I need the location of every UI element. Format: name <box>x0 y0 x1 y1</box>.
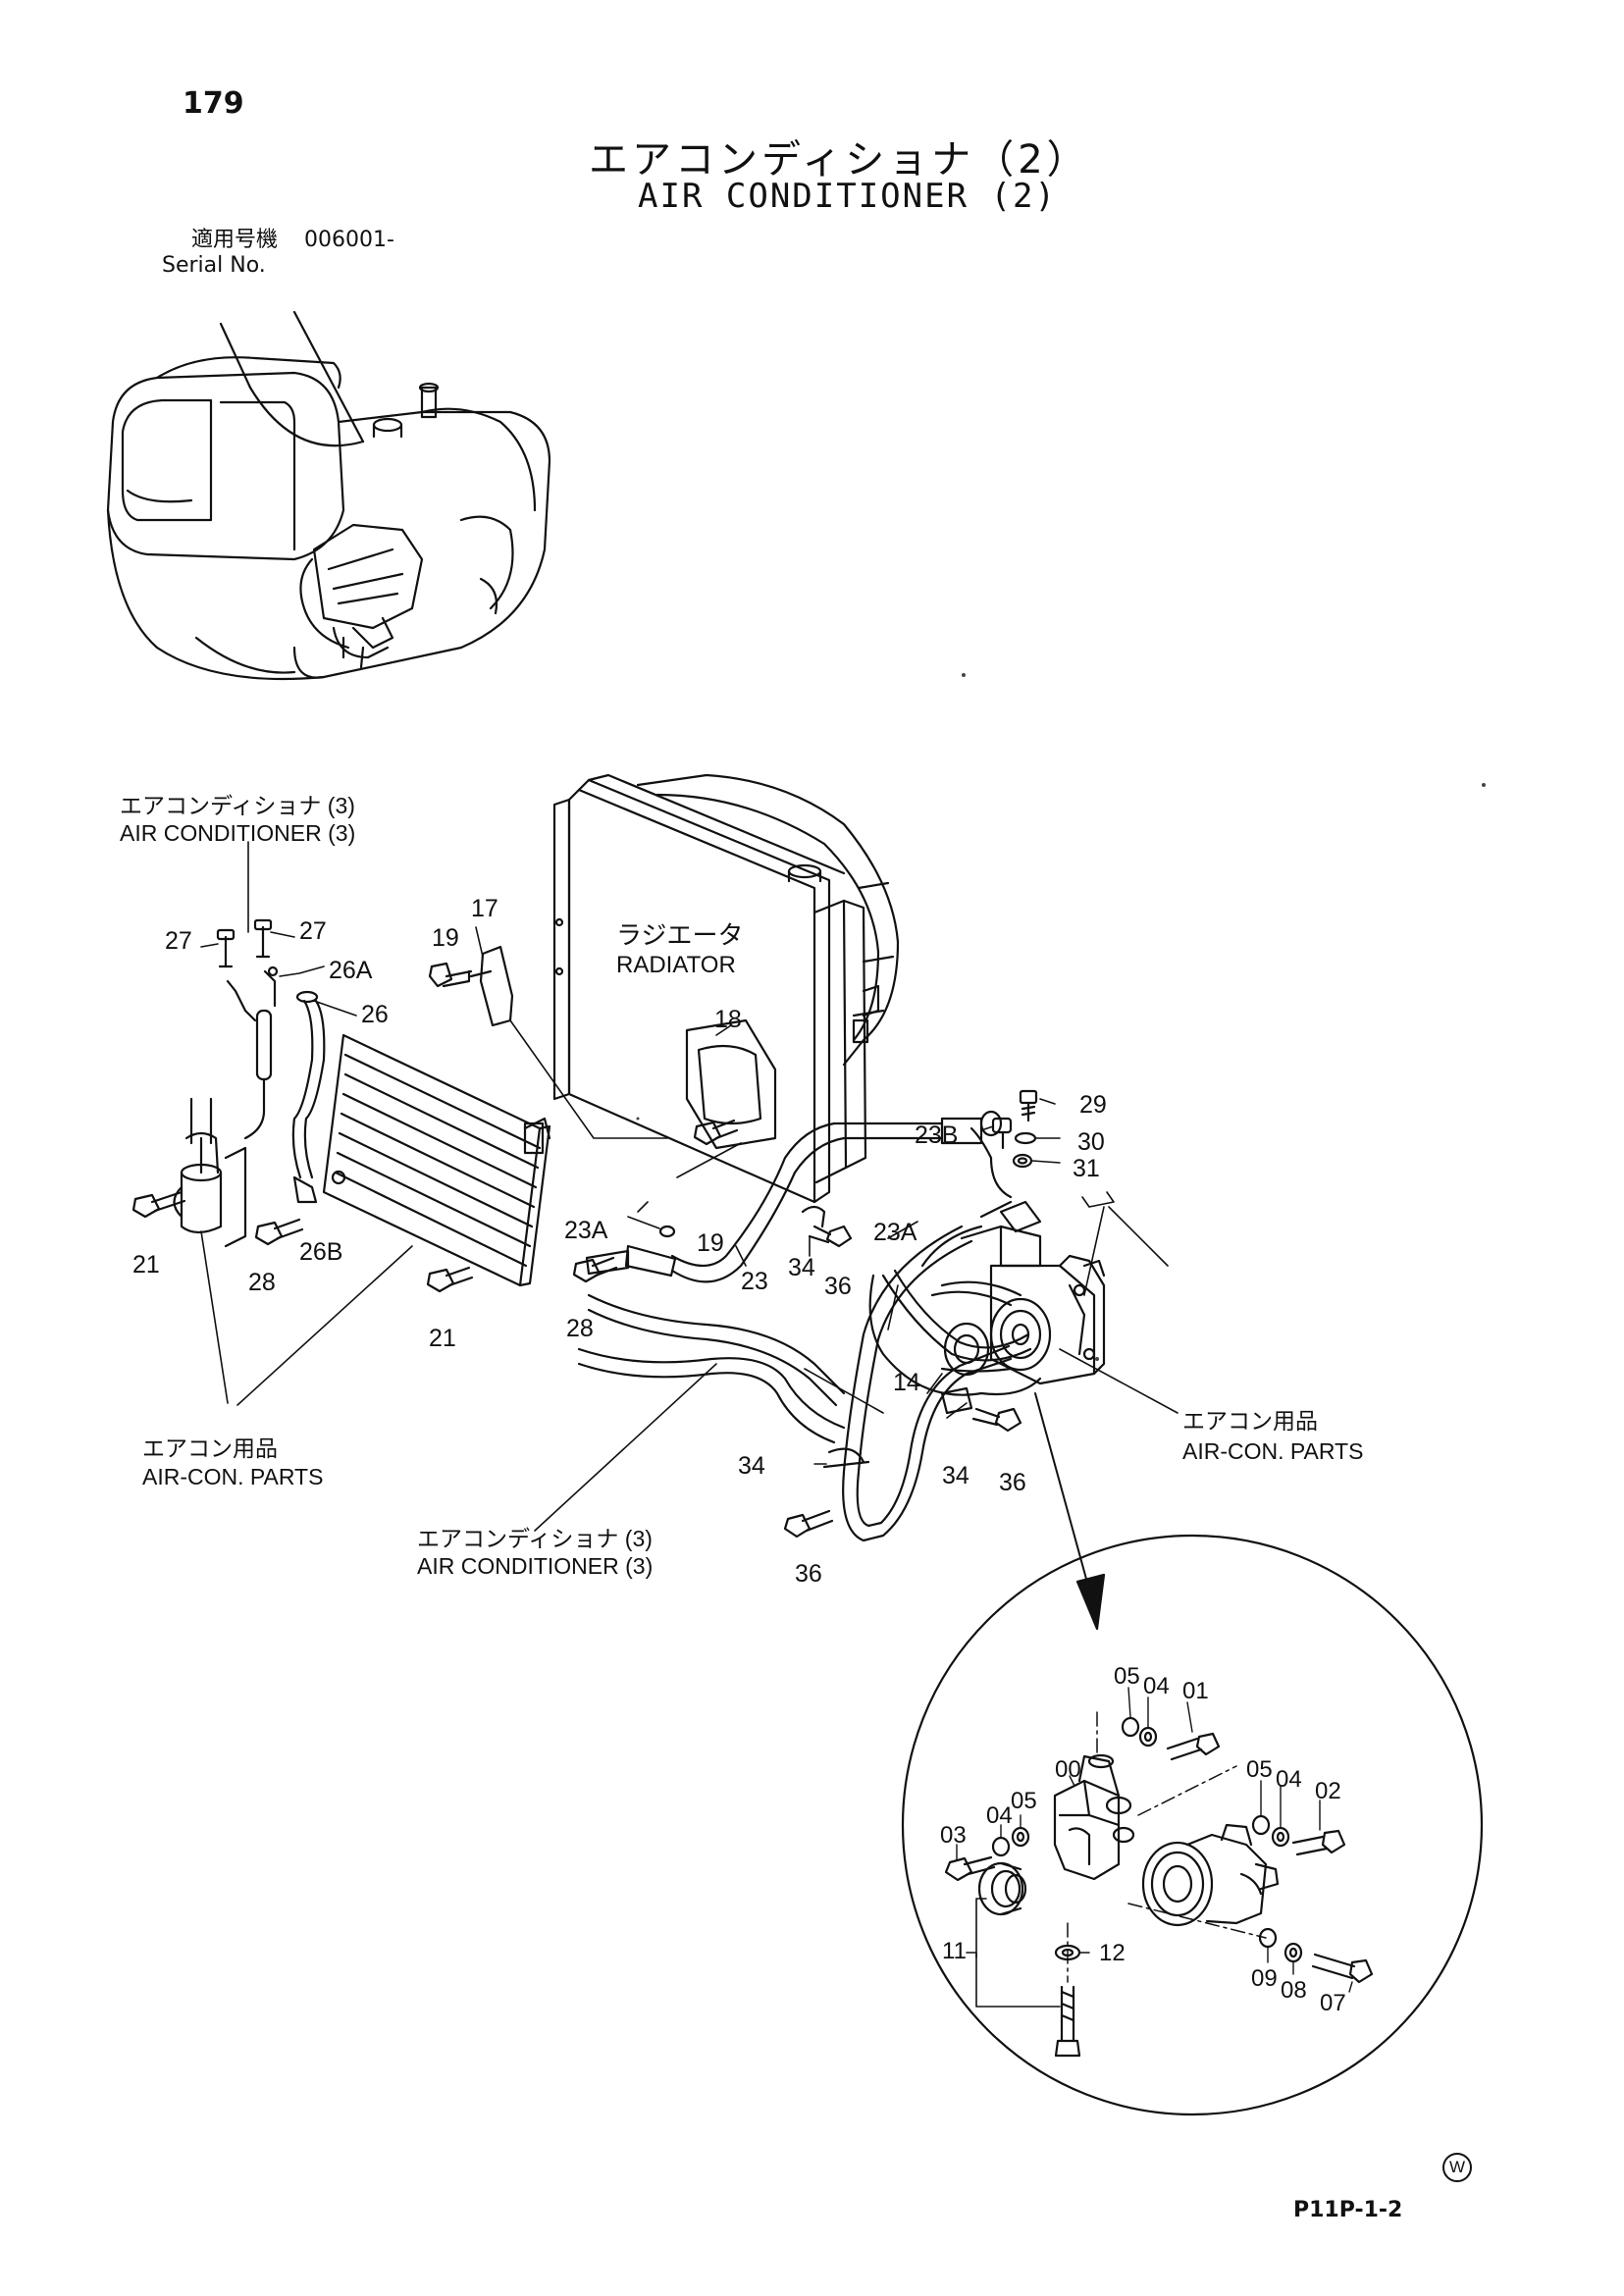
callout-19-center: 19 <box>697 1229 724 1257</box>
radiator-label: RADIATOR <box>616 952 736 978</box>
page-title-japanese: エアコンディショナ（2） <box>589 137 1090 183</box>
callout-21-left: 21 <box>132 1251 160 1278</box>
receiver-dryer-drawing <box>173 918 277 1248</box>
page-title: AIR CONDITIONER (2) <box>638 177 1057 216</box>
callout-19-top: 19 <box>432 924 459 952</box>
callout-00: 00 <box>1055 1756 1081 1783</box>
air-con-parts-label-right: AIR-CON. PARTS <box>1182 1438 1364 1464</box>
callout-12: 12 <box>1099 1940 1126 1966</box>
callout-34-center: 34 <box>788 1254 815 1281</box>
callout-21-center: 21 <box>429 1325 456 1352</box>
callout-26b: 26B <box>299 1238 343 1266</box>
callout-04-left: 04 <box>986 1802 1013 1829</box>
callout-34-right: 34 <box>942 1462 969 1489</box>
callout-27-right: 27 <box>299 917 327 945</box>
callout-30: 30 <box>1077 1128 1105 1156</box>
air-con-parts-label-right-jp: エアコン用品 <box>1182 1408 1318 1434</box>
air-conditioner-3-label-top-jp: エアコンディショナ (3) <box>120 793 355 818</box>
scan-specks <box>636 673 1486 1361</box>
bolts-hardware-drawing <box>131 962 1038 1539</box>
radiator-drawing <box>552 773 900 1204</box>
callout-23a-left: 23A <box>564 1217 608 1244</box>
hose-23-drawing <box>585 1110 1013 1283</box>
callout-29: 29 <box>1079 1091 1107 1119</box>
compressor-drawing <box>930 1225 1106 1385</box>
callout-14: 14 <box>893 1369 920 1396</box>
callout-23a-right: 23A <box>873 1219 917 1246</box>
callout-07: 07 <box>1320 1990 1346 2016</box>
serial-value: 006001- <box>304 228 394 252</box>
air-conditioner-3-label-bottom: AIR CONDITIONER (3) <box>417 1553 654 1579</box>
callout-28-center: 28 <box>566 1315 594 1342</box>
callout-03: 03 <box>940 1822 967 1849</box>
callout-36-center: 36 <box>824 1273 852 1300</box>
callout-01: 01 <box>1182 1678 1209 1704</box>
callout-28-left: 28 <box>248 1269 276 1296</box>
leader-lines <box>200 841 1179 1532</box>
callout-09: 09 <box>1251 1965 1278 1992</box>
air-con-parts-label-left: AIR-CON. PARTS <box>142 1464 324 1489</box>
radiator-label-jp: ラジエータ <box>616 920 744 950</box>
page-code: P11P-1-2 <box>1293 2198 1403 2222</box>
callout-08: 08 <box>1281 1977 1307 2004</box>
callout-05-top: 05 <box>1114 1663 1140 1690</box>
callout-17: 17 <box>471 895 498 922</box>
excavator-overview-drawing <box>106 310 551 681</box>
condenser-drawing <box>322 945 551 1287</box>
callout-36-right: 36 <box>999 1469 1026 1496</box>
page-number: 179 <box>183 86 244 121</box>
callout-11: 11 <box>942 1938 967 1964</box>
callout-31: 31 <box>1073 1155 1100 1182</box>
callout-26a: 26A <box>329 957 373 984</box>
detail-view <box>901 1392 1484 2116</box>
serial-label-japanese: 適用号機 <box>191 228 279 252</box>
callout-04-right: 04 <box>1276 1766 1302 1793</box>
air-conditioner-3-label-top: AIR CONDITIONER (3) <box>120 820 356 846</box>
callout-05-right: 05 <box>1246 1756 1273 1783</box>
air-con-parts-label-left-jp: エアコン用品 <box>142 1435 278 1461</box>
hose-26-drawing <box>267 965 346 1204</box>
callout-23: 23 <box>741 1268 768 1295</box>
callout-36-bottom: 36 <box>795 1560 822 1588</box>
detail-compressor-drawing <box>944 1687 1374 2058</box>
callout-05-left: 05 <box>1011 1788 1037 1814</box>
callout-27-left: 27 <box>165 927 192 955</box>
air-conditioner-3-label-bottom-jp: エアコンディショナ (3) <box>417 1526 653 1551</box>
w-mark-icon: W <box>1442 2153 1472 2182</box>
callout-34-left: 34 <box>738 1452 765 1480</box>
callout-23b: 23B <box>915 1122 959 1149</box>
callout-26: 26 <box>361 1001 389 1028</box>
ac-hoses-drawing <box>577 1126 1042 1542</box>
callout-04-top: 04 <box>1143 1673 1170 1699</box>
callout-18: 18 <box>714 1006 742 1033</box>
serial-label: Serial No. <box>162 253 266 278</box>
callout-02: 02 <box>1315 1778 1341 1804</box>
